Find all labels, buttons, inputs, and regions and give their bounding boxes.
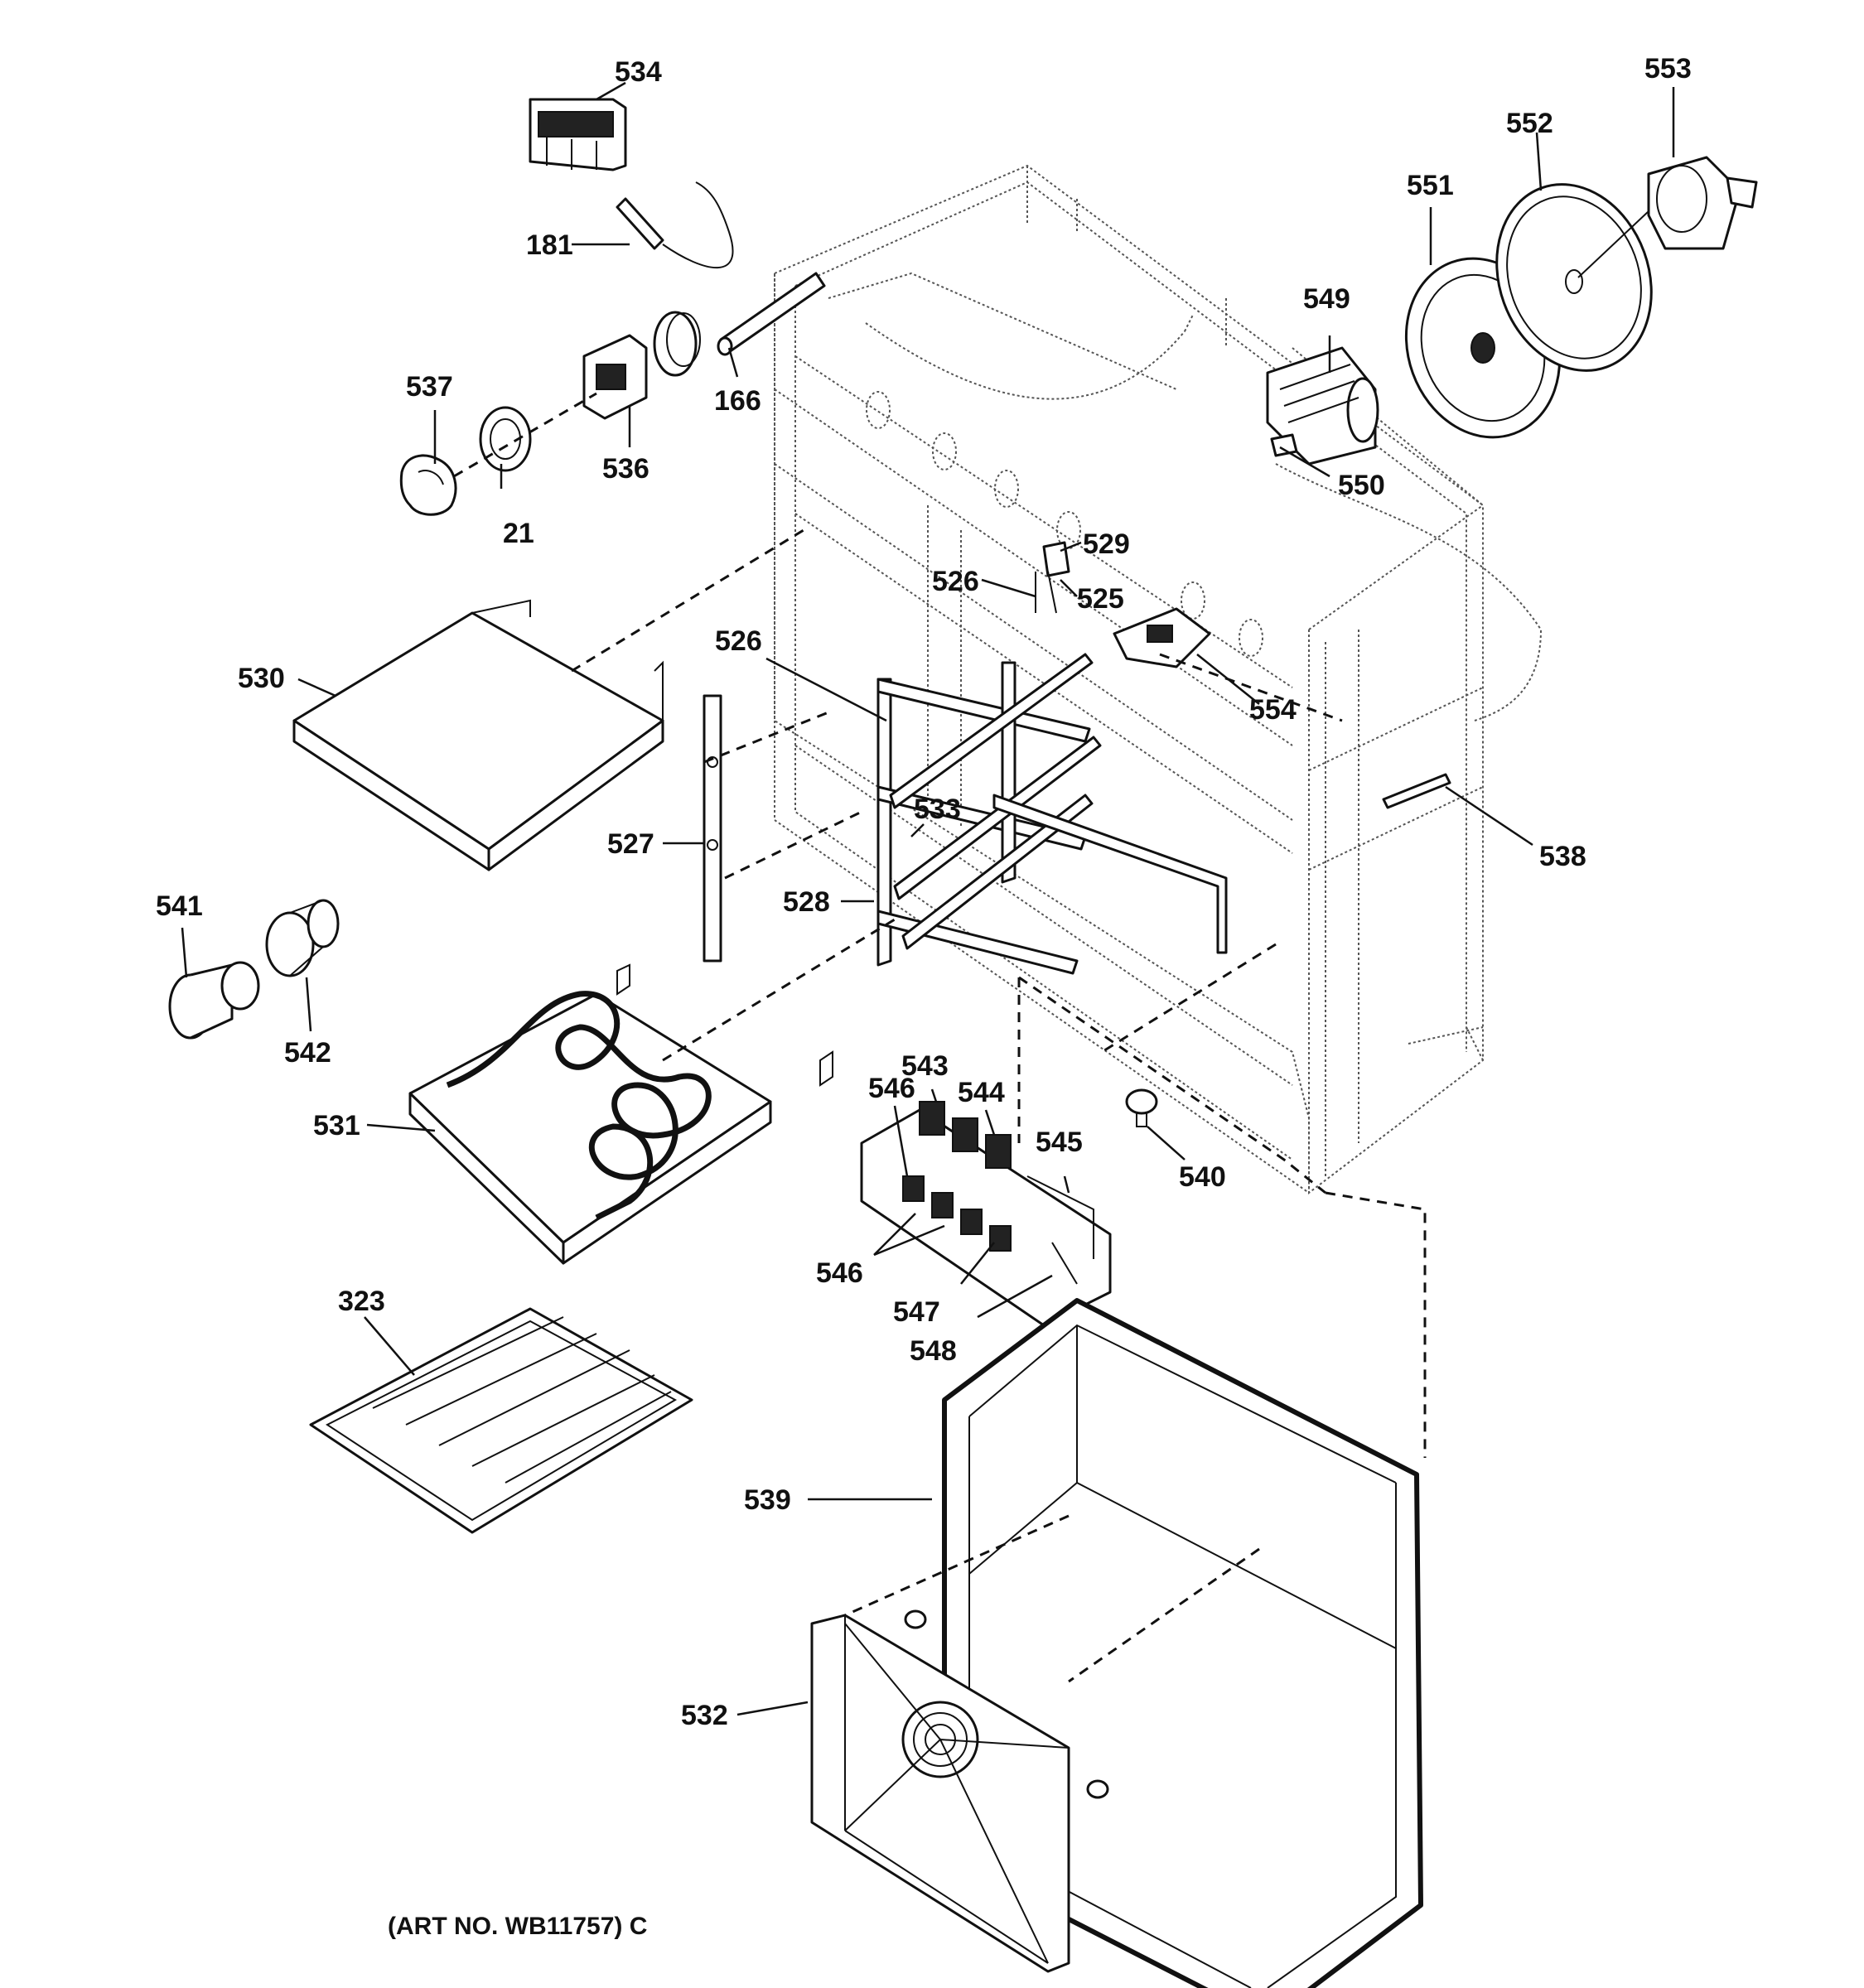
callout-554: 554 <box>1249 694 1297 726</box>
part-537-knob <box>399 454 457 516</box>
callout-548: 548 <box>910 1335 957 1367</box>
callout-537: 537 <box>406 371 453 403</box>
callout-536: 536 <box>602 453 650 485</box>
art-number-caption: (ART NO. WB11757) C <box>388 1913 647 1940</box>
part-554-thermostat <box>1113 607 1211 668</box>
part-534-terminal-block <box>529 98 627 171</box>
part-323-broiler-pan <box>309 1307 693 1534</box>
callout-543: 543 <box>901 1050 949 1082</box>
part-181-sensor-probe <box>616 181 734 269</box>
callout-549: 549 <box>1303 283 1350 315</box>
callout-546-upper: 546 <box>868 1073 915 1104</box>
callout-526-lower: 526 <box>715 625 762 657</box>
part-527-light-switch <box>703 694 722 963</box>
callout-530: 530 <box>238 663 285 694</box>
callout-528: 528 <box>783 886 830 918</box>
part-542-light-socket <box>265 899 340 977</box>
callout-541: 541 <box>156 890 203 922</box>
callout-539: 539 <box>744 1484 791 1516</box>
part-529-525-sensor <box>1035 541 1070 614</box>
callout-529: 529 <box>1083 528 1130 560</box>
part-538-bracket <box>1382 773 1451 809</box>
part-530-heat-shield <box>292 599 664 871</box>
callout-534: 534 <box>615 56 662 88</box>
part-526-528-rack-supports <box>876 653 1228 975</box>
assembly-dash-lines <box>453 392 1427 1683</box>
callout-546-lower: 546 <box>816 1257 863 1289</box>
part-553-fan-motor-drive <box>1577 156 1758 278</box>
callout-532: 532 <box>681 1700 728 1731</box>
part-541-light-lens <box>168 961 260 1040</box>
callout-551: 551 <box>1407 170 1454 201</box>
callout-540: 540 <box>1179 1161 1226 1193</box>
callout-550: 550 <box>1338 470 1385 501</box>
callout-533: 533 <box>914 794 961 825</box>
callout-527: 527 <box>607 828 654 860</box>
part-550-clip <box>1270 433 1298 457</box>
oven-body-frame <box>774 164 1543 1195</box>
callout-166: 166 <box>714 385 761 417</box>
callout-525: 525 <box>1077 583 1124 615</box>
callout-labels: 534 181 537 21 536 166 549 550 551 552 5… <box>156 53 1692 1731</box>
part-549-fan-motor <box>1266 346 1379 466</box>
callout-538: 538 <box>1539 841 1586 872</box>
callout-544: 544 <box>958 1077 1005 1108</box>
callout-552: 552 <box>1506 108 1553 139</box>
part-543-548-relay-board <box>860 1101 1112 1327</box>
callout-553: 553 <box>1644 53 1692 84</box>
callout-323: 323 <box>338 1286 385 1317</box>
callout-526-upper: 526 <box>932 566 979 597</box>
callout-181: 181 <box>526 229 573 261</box>
part-166-rod <box>717 272 826 356</box>
part-536-switch <box>582 311 701 420</box>
callout-545: 545 <box>1036 1127 1083 1158</box>
callout-531: 531 <box>313 1110 360 1141</box>
leader-lines <box>181 81 1675 1716</box>
part-21-bezel-ring <box>479 406 532 472</box>
part-532-rear-panel <box>810 1609 1109 1973</box>
part-540-thermal-switch <box>1125 1088 1158 1127</box>
callout-542: 542 <box>284 1037 331 1069</box>
callout-21: 21 <box>503 518 534 549</box>
callout-547: 547 <box>893 1296 940 1328</box>
part-531-bake-element <box>408 963 833 1265</box>
